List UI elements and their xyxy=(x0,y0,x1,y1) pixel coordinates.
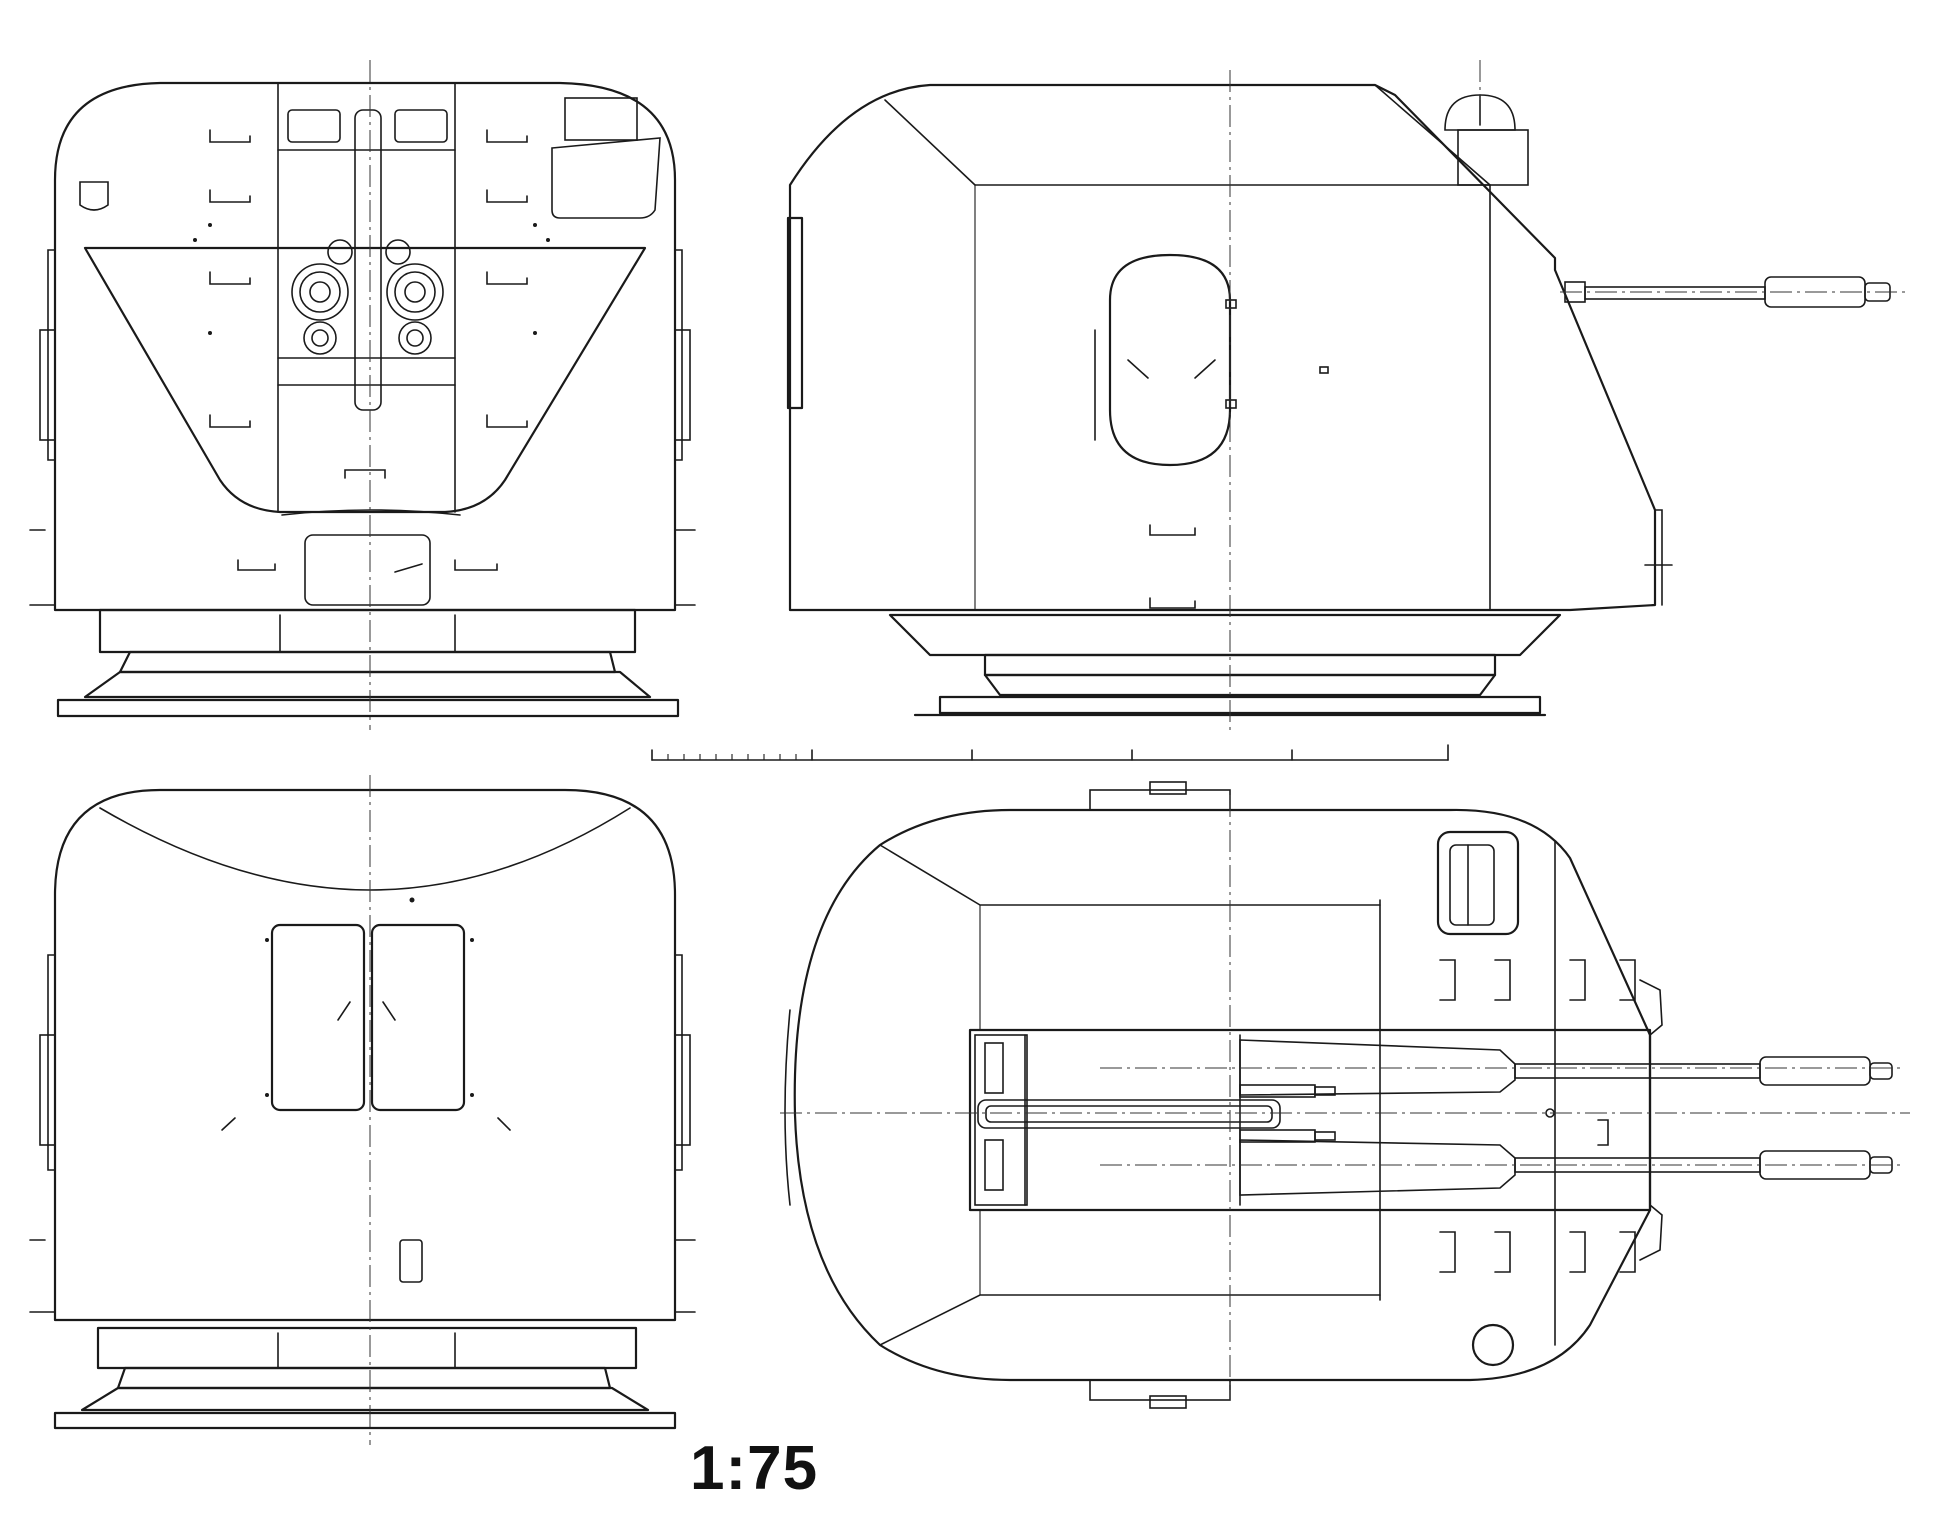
front-view xyxy=(29,60,696,730)
rear-view xyxy=(29,775,696,1445)
side-view xyxy=(786,60,1905,730)
scale-bar xyxy=(651,744,1449,761)
top-view xyxy=(780,781,1910,1409)
scale-label: 1:75 xyxy=(690,1434,819,1503)
